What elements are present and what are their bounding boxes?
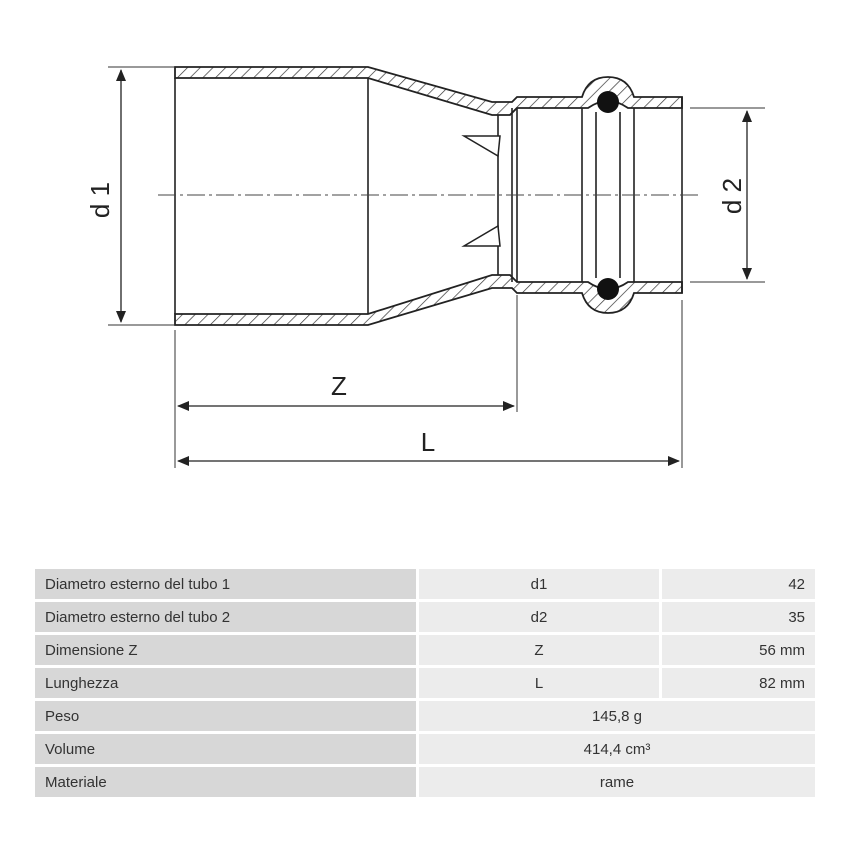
spec-symbol: d1: [416, 569, 659, 599]
stop-tooth-top: [461, 135, 501, 158]
o-ring-top: [597, 91, 619, 113]
stop-tooth-bottom: [461, 224, 501, 247]
dimension-lines: [116, 69, 752, 466]
spec-row: Volume 414,4 cm³: [35, 734, 815, 764]
spec-value: 145,8 g: [416, 701, 815, 731]
spec-row: Lunghezza L 82 mm: [35, 668, 815, 698]
spec-symbol: Z: [416, 635, 659, 665]
spec-label: Diametro esterno del tubo 1: [35, 569, 416, 599]
spec-value: 35: [659, 602, 815, 632]
spec-value: 42: [659, 569, 815, 599]
spec-row: Dimensione Z Z 56 mm: [35, 635, 815, 665]
spec-label: Dimensione Z: [35, 635, 416, 665]
spec-symbol: d2: [416, 602, 659, 632]
d1-label: d 1: [85, 182, 115, 218]
spec-row: Diametro esterno del tubo 2 d2 35: [35, 602, 815, 632]
spec-label: Lunghezza: [35, 668, 416, 698]
spec-label: Volume: [35, 734, 416, 764]
spec-value: 414,4 cm³: [416, 734, 815, 764]
spec-value: rame: [416, 767, 815, 797]
spec-row: Peso 145,8 g: [35, 701, 815, 731]
spec-value: 56 mm: [659, 635, 815, 665]
spec-row: Diametro esterno del tubo 1 d1 42: [35, 569, 815, 599]
pipe-wall-bottom: [174, 274, 683, 326]
z-label: Z: [331, 371, 347, 401]
extension-lines: [108, 66, 765, 468]
spec-table: Diametro esterno del tubo 1 d1 42 Diamet…: [35, 566, 815, 800]
spec-label: Materiale: [35, 767, 416, 797]
spec-row: Materiale rame: [35, 767, 815, 797]
spec-label: Diametro esterno del tubo 2: [35, 602, 416, 632]
pipe-wall-top: [174, 66, 683, 116]
spec-symbol: L: [416, 668, 659, 698]
reducer-fitting-drawing: d 1 d 2 Z L: [85, 66, 765, 468]
spec-label: Peso: [35, 701, 416, 731]
o-ring-bottom: [597, 278, 619, 300]
l-label: L: [421, 427, 435, 457]
spec-value: 82 mm: [659, 668, 815, 698]
d2-label: d 2: [717, 178, 747, 214]
